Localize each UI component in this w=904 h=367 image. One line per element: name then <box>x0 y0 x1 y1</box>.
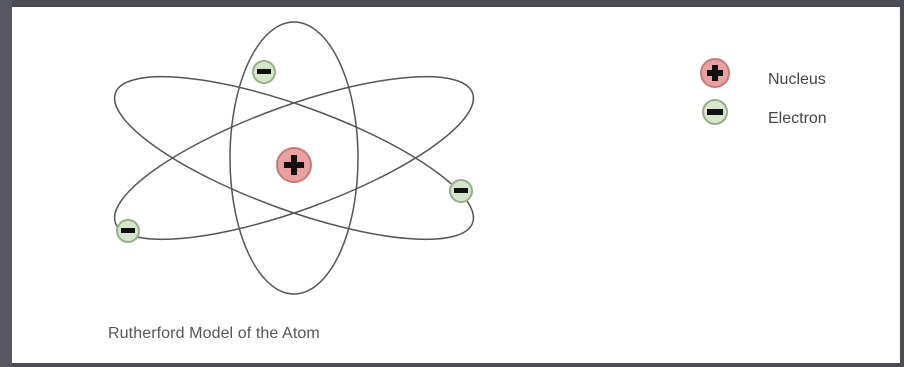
orbit-vertical <box>229 21 359 295</box>
diagram-caption: Rutherford Model of the Atom <box>108 325 320 342</box>
orbit-tilted-up <box>113 75 475 241</box>
electron-right <box>449 179 473 203</box>
left-background-strip <box>0 0 12 367</box>
legend-nucleus-label: Nucleus <box>768 71 826 88</box>
orbit-tilted-down <box>113 75 475 241</box>
legend-nucleus-icon <box>700 58 730 88</box>
electron-left <box>116 219 140 243</box>
atom-diagram <box>113 21 730 295</box>
nucleus <box>276 147 312 183</box>
legend-electron-icon <box>702 99 728 125</box>
legend-electron-label: Electron <box>768 110 827 127</box>
electron-top <box>252 60 276 84</box>
diagram-canvas: Nucleus Electron Rutherford Model of the… <box>12 7 900 363</box>
